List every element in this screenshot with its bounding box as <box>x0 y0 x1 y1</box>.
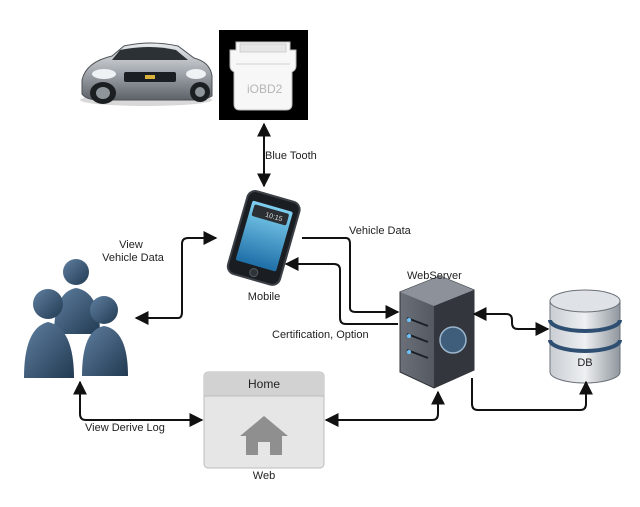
db-label: DB <box>577 357 593 369</box>
view-vehicle-data-label-line2: Vehicle Data <box>102 252 164 264</box>
certification-option-label: Certification, Option <box>272 329 369 341</box>
web-window-title: Home <box>247 377 280 391</box>
users-icon <box>24 259 128 378</box>
car-image <box>80 42 213 106</box>
users-web-arrow <box>73 380 204 427</box>
certification-arrow <box>284 257 398 325</box>
vehicle-data-arrow <box>302 237 400 319</box>
mobile-label: Mobile <box>247 291 281 303</box>
server-icon <box>399 275 475 389</box>
view-vehicle-data-label-line1: View <box>119 239 143 251</box>
database-icon <box>548 289 622 384</box>
obd-dongle-icon <box>219 30 308 120</box>
web-label: Web <box>252 470 276 482</box>
smartphone-icon <box>226 190 301 286</box>
view-derive-log-label: View Derive Log <box>85 422 165 434</box>
server-db-arrow <box>472 307 550 336</box>
webserver-label: WebServer <box>407 270 462 282</box>
home-icon <box>240 416 288 455</box>
server-db-lower-arrow <box>471 378 593 411</box>
obd-device-label: iOBD2 <box>247 82 283 96</box>
vehicle-data-label: Vehicle Data <box>349 225 411 237</box>
web-server-arrow <box>324 390 445 427</box>
bluetooth-label: Blue Tooth <box>265 150 317 162</box>
users-mobile-arrow <box>134 231 218 325</box>
